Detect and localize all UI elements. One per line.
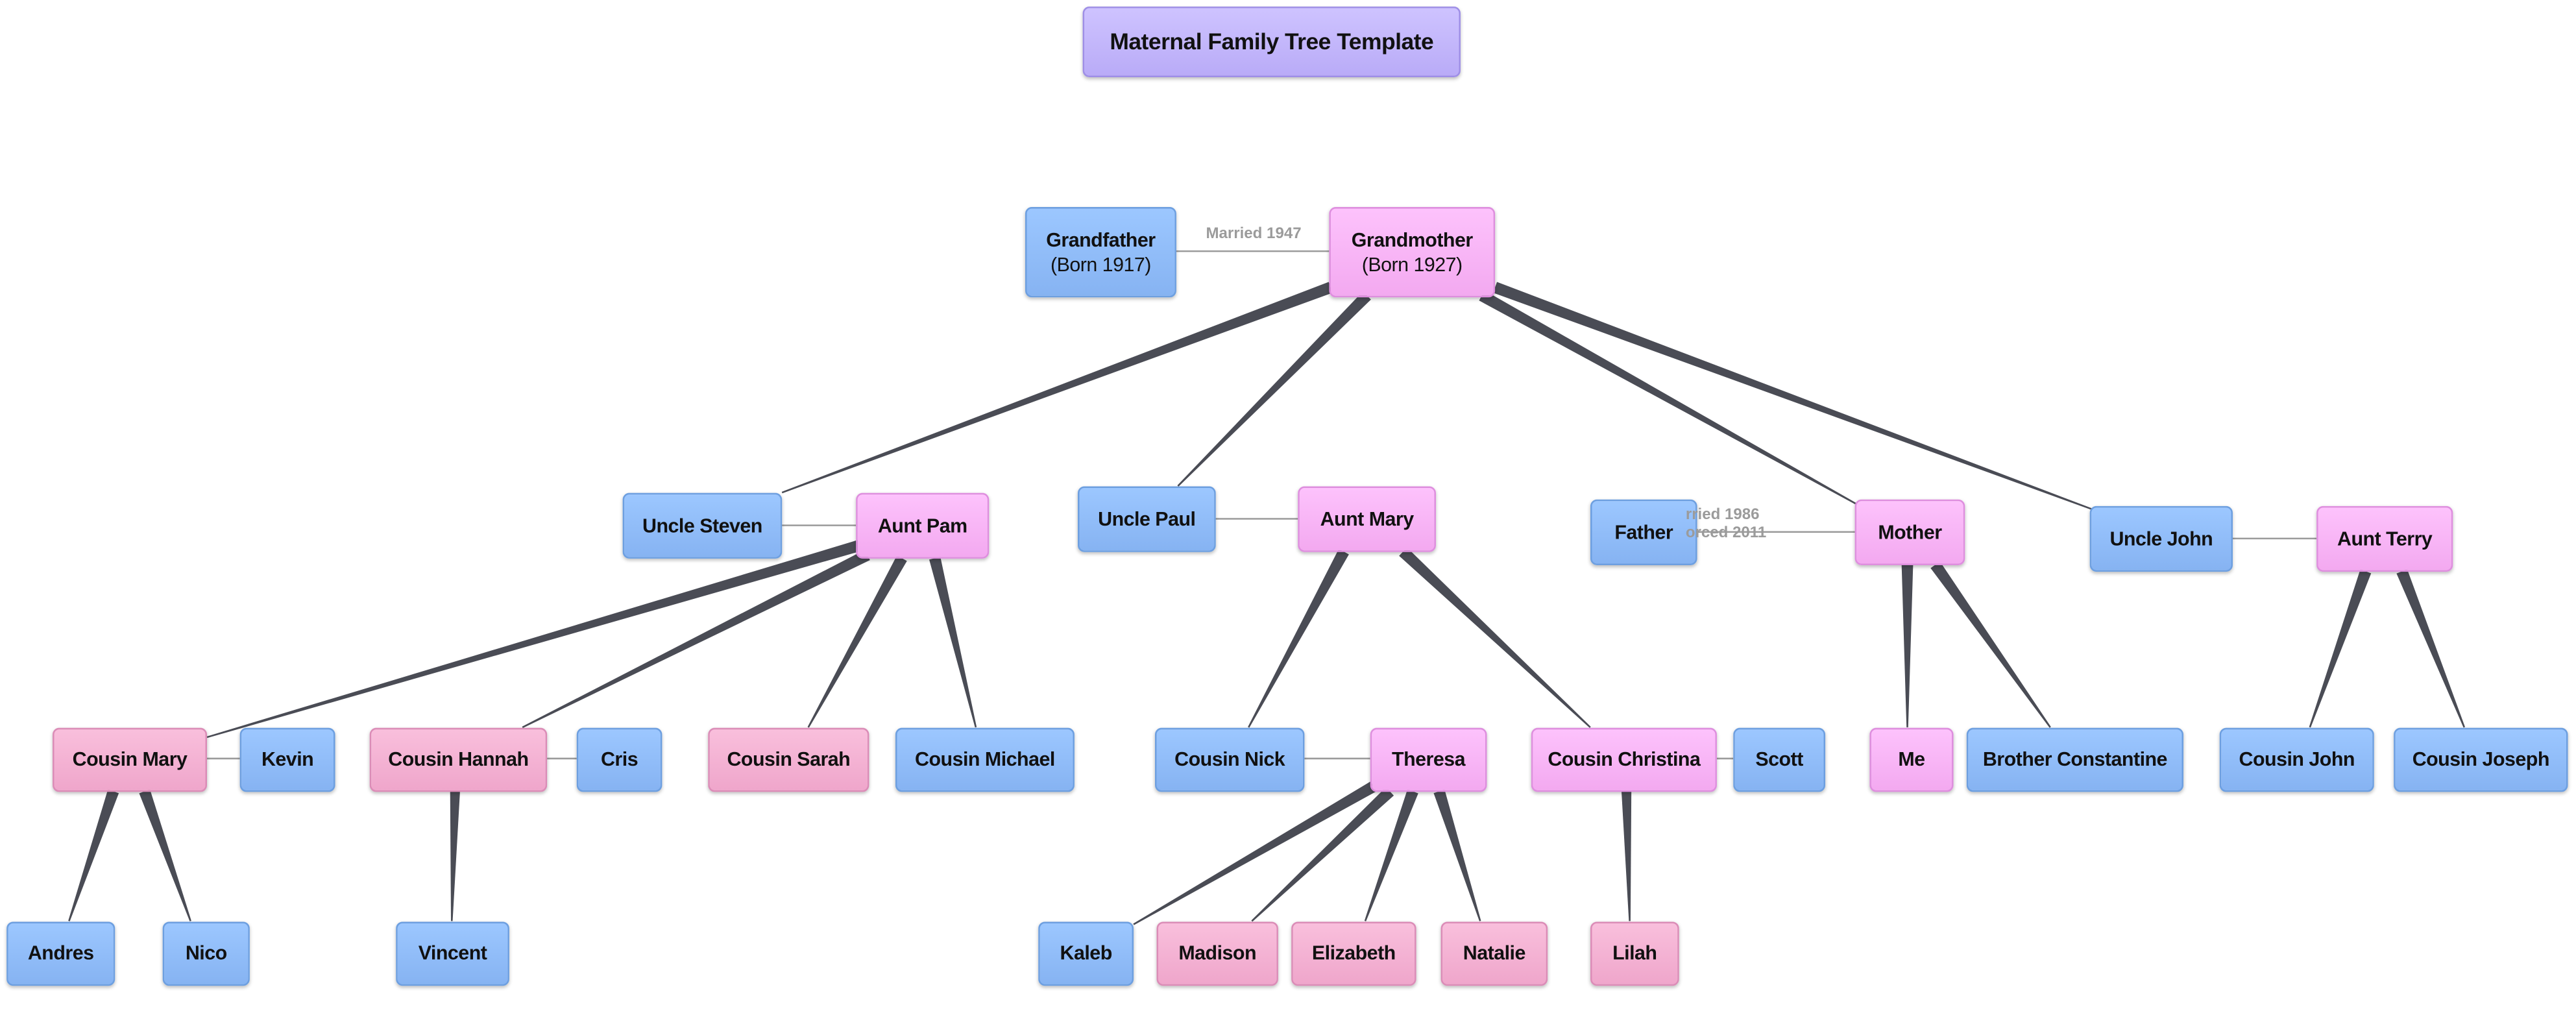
marriage-label-parents-divorced: orced 2011 [1685,524,1767,542]
link-mary-christina [1399,547,1591,728]
grandfather-born: (Born 1917) [1050,252,1151,276]
person-cris[interactable]: Cris [576,727,662,792]
person-mother[interactable]: Mother [1854,499,1965,566]
person-brother-constantine[interactable]: Brother Constantine [1966,727,2184,792]
link-pam-mary [206,539,863,738]
link-pam-hannah [522,550,870,728]
link-grandmother-steven [781,282,1333,494]
person-uncle-paul[interactable]: Uncle Paul [1077,486,1216,552]
link-christina-lilah [1621,791,1632,921]
grandmother-name: Grandmother [1351,228,1473,252]
link-mary-andres [68,789,119,921]
person-uncle-steven[interactable]: Uncle Steven [622,493,783,559]
link-terry-cousin-john [2309,569,2372,728]
link-pam-michael [929,557,977,728]
link-theresa-madison [1251,787,1394,922]
link-grandmother-john [1492,282,2092,510]
link-hannah-vincent [450,791,460,921]
person-cousin-john[interactable]: Cousin John [2219,727,2374,792]
link-mother-me [1901,565,1914,727]
person-uncle-john[interactable]: Uncle John [2089,505,2233,572]
person-cousin-sarah[interactable]: Cousin Sarah [708,727,869,792]
link-mother-constantine [1930,561,2051,728]
link-grandmother-paul [1177,291,1371,487]
person-natalie[interactable]: Natalie [1440,921,1548,986]
person-cousin-christina[interactable]: Cousin Christina [1531,727,1717,792]
link-theresa-elizabeth [1364,789,1418,921]
marriage-label-parents-married: rried 1986 [1685,505,1760,524]
link-grandmother-mother [1479,290,1857,505]
person-andres[interactable]: Andres [6,921,115,986]
person-me[interactable]: Me [1869,727,1954,792]
person-father[interactable]: Father [1590,499,1697,566]
person-theresa[interactable]: Theresa [1370,727,1487,792]
link-theresa-kaleb [1133,781,1377,925]
person-scott[interactable]: Scott [1733,727,1826,792]
person-aunt-pam[interactable]: Aunt Pam [856,493,990,559]
person-cousin-hannah[interactable]: Cousin Hannah [369,727,548,792]
marriage-label-grandparents: Married 1947 [1206,225,1302,243]
person-aunt-mary[interactable]: Aunt Mary [1298,486,1436,552]
link-pam-sarah [807,555,907,728]
person-lilah[interactable]: Lilah [1590,921,1679,986]
person-cousin-nick[interactable]: Cousin Nick [1154,727,1305,792]
page-title: Maternal Family Tree Template [1082,6,1461,78]
person-aunt-terry[interactable]: Aunt Terry [2316,505,2453,572]
grandfather-name: Grandfather [1046,228,1156,252]
link-terry-cousin-joseph [2396,569,2466,728]
link-mary-nick [1248,548,1349,728]
link-mary-nico [139,789,191,921]
person-nico[interactable]: Nico [162,921,250,986]
person-kaleb[interactable]: Kaleb [1038,921,1134,986]
person-madison[interactable]: Madison [1156,921,1278,986]
person-vincent[interactable]: Vincent [396,921,509,986]
person-grandfather[interactable]: Grandfather (Born 1917) [1025,207,1176,298]
person-cousin-michael[interactable]: Cousin Michael [895,727,1075,792]
person-kevin[interactable]: Kevin [239,727,335,792]
person-elizabeth[interactable]: Elizabeth [1291,921,1416,986]
person-cousin-joseph[interactable]: Cousin Joseph [2394,727,2568,792]
link-theresa-natalie [1433,789,1481,921]
person-cousin-mary[interactable]: Cousin Mary [53,727,208,792]
grandmother-born: (Born 1927) [1361,252,1463,276]
person-grandmother[interactable]: Grandmother (Born 1927) [1329,207,1496,298]
